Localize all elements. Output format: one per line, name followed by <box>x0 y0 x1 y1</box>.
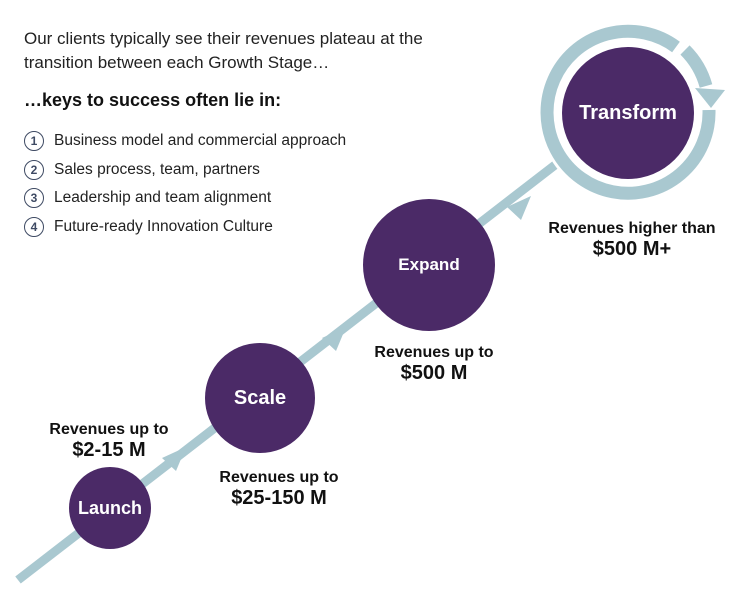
transform-revenue-value: $500 M+ <box>592 238 672 260</box>
intro-line-2: transition between each Growth Stage… <box>24 53 330 72</box>
stage-launch-label: Launch <box>77 497 142 518</box>
scale-revenue-value: $25-150 M <box>231 487 327 509</box>
key-label: Business model and commercial approach <box>54 132 347 150</box>
key-item: 1 Business model and commercial approach <box>24 127 346 156</box>
key-item: 3 Leadership and team alignment <box>24 184 346 213</box>
stage-scale-circle: Scale <box>205 343 315 453</box>
key-item: 4 Future-ready Innovation Culture <box>24 213 346 242</box>
keys-heading: …keys to success often lie in: <box>24 90 282 110</box>
stage-expand-circle: Expand <box>363 199 495 331</box>
expand-revenue-caption: Revenues up to <box>374 344 494 361</box>
key-label: Future-ready Innovation Culture <box>54 217 273 235</box>
number-badge-icon: 1 <box>24 131 44 152</box>
stage-transform-label: Transform <box>579 101 677 124</box>
keys-list: 1 Business model and commercial approach… <box>24 127 346 241</box>
intro-line-1: Our clients typically see their revenues… <box>24 29 423 48</box>
stage-transform-circle: Transform <box>562 47 694 179</box>
expand-revenue-value: $500 M <box>400 362 468 384</box>
key-label: Leadership and team alignment <box>54 189 272 207</box>
launch-revenue: Revenues up to $2-15 M <box>38 420 180 461</box>
expand-revenue: Revenues up to $500 M <box>360 343 508 384</box>
launch-revenue-value: $2-15 M <box>72 439 146 461</box>
key-label: Sales process, team, partners <box>54 160 260 178</box>
path-arrow-icon <box>322 327 346 351</box>
stage-expand-label: Expand <box>398 255 460 274</box>
number-badge-icon: 2 <box>24 159 44 180</box>
launch-revenue-caption: Revenues up to <box>49 421 169 438</box>
stage-launch-circle: Launch <box>69 467 151 549</box>
transform-revenue: Revenues higher than $500 M+ <box>540 219 724 260</box>
scale-revenue-caption: Revenues up to <box>219 469 339 486</box>
scale-revenue: Revenues up to $25-150 M <box>205 468 353 509</box>
intro-text: Our clients typically see their revenues… <box>24 27 494 75</box>
number-badge-icon: 3 <box>24 188 44 209</box>
stage-scale-label: Scale <box>233 386 287 409</box>
transform-revenue-caption: Revenues higher than <box>548 220 716 237</box>
key-item: 2 Sales process, team, partners <box>24 156 346 185</box>
path-arrow-icon <box>162 447 186 471</box>
ring-arrow-icon <box>695 88 725 108</box>
number-badge-icon: 4 <box>24 216 44 237</box>
path-arrow-icon <box>507 196 531 220</box>
